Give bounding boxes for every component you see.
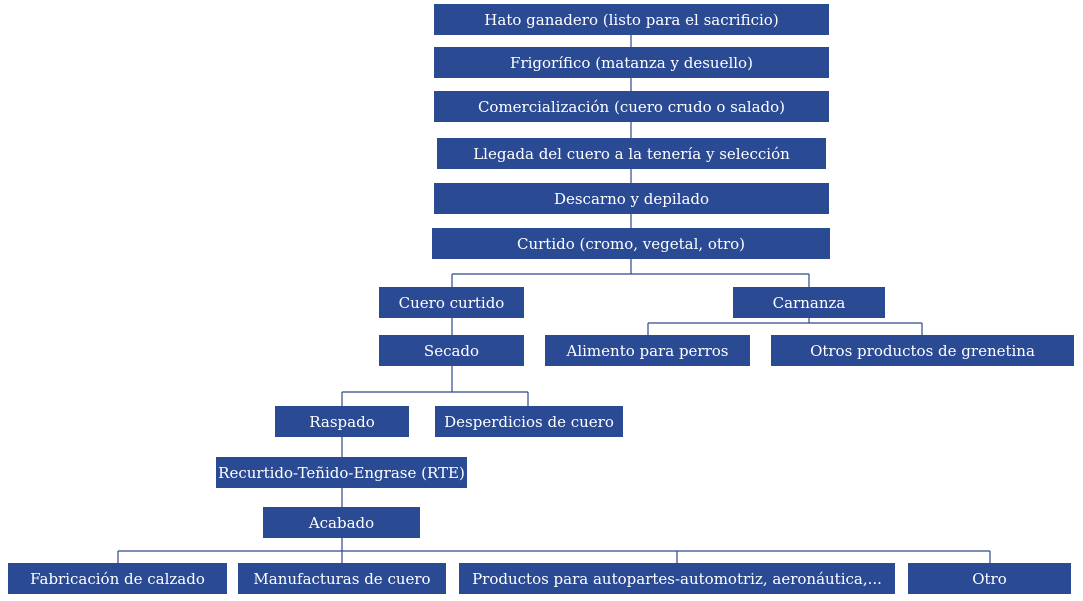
node-descarno-depilado: Descarno y depilado [434,183,829,214]
node-carnanza: Carnanza [733,287,885,318]
node-desperdicios-cuero: Desperdicios de cuero [435,406,623,437]
node-acabado: Acabado [263,507,420,538]
node-productos-autopartes: Productos para autopartes-automotriz, ae… [459,563,895,594]
node-alimento-perros: Alimento para perros [545,335,750,366]
node-rte: Recurtido-Teñido-Engrase (RTE) [216,457,467,488]
node-curtido: Curtido (cromo, vegetal, otro) [432,228,830,259]
node-otros-productos-grenetina: Otros productos de grenetina [771,335,1074,366]
node-cuero-curtido: Cuero curtido [379,287,524,318]
node-otro: Otro [908,563,1071,594]
node-fabricacion-calzado: Fabricación de calzado [8,563,227,594]
node-llegada-teneria: Llegada del cuero a la tenería y selecci… [437,138,826,169]
node-comercializacion: Comercialización (cuero crudo o salado) [434,91,829,122]
node-hato-ganadero: Hato ganadero (listo para el sacrificio) [434,4,829,35]
node-secado: Secado [379,335,524,366]
node-frigorifico: Frigorífico (matanza y desuello) [434,47,829,78]
node-manufacturas-cuero: Manufacturas de cuero [238,563,446,594]
node-raspado: Raspado [275,406,409,437]
